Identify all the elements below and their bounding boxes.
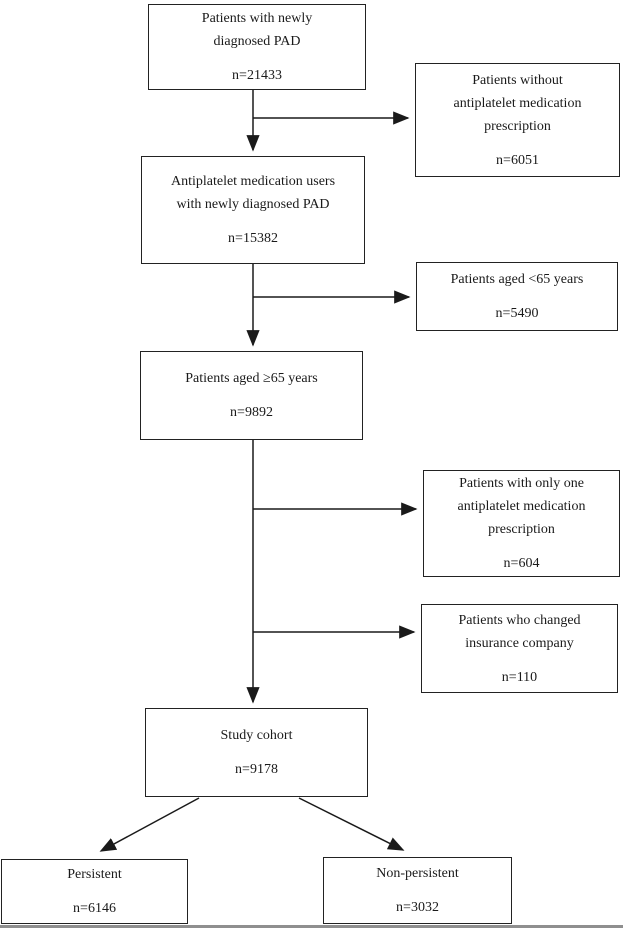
- node-count: n=110: [501, 669, 538, 685]
- node-label: Patients with only one antiplatelet medi…: [457, 476, 586, 537]
- node-only-one-prescription: Patients with only one antiplatelet medi…: [423, 470, 620, 577]
- node-count: n=9178: [235, 762, 278, 777]
- node-count: n=6051: [496, 152, 539, 168]
- node-antiplatelet-users: Antiplatelet medication users with newly…: [141, 156, 365, 264]
- node-count: n=5490: [495, 306, 539, 321]
- node-label: Patients without antiplatelet medication…: [453, 72, 582, 134]
- node-label: Patients with newly diagnosed PAD: [201, 11, 313, 49]
- node-study-cohort: Study cohort n=9178: [145, 708, 368, 797]
- node-aged-65-plus: Patients aged ≥65 years n=9892: [140, 351, 363, 440]
- node-label: Patients aged <65 years: [450, 272, 584, 287]
- node-aged-under-65: Patients aged <65 years n=5490: [416, 262, 618, 331]
- node-persistent: Persistent n=6146: [1, 859, 188, 924]
- node-label: Patients aged ≥65 years: [185, 371, 318, 386]
- node-newly-diagnosed-pad: Patients with newly diagnosed PAD n=2143…: [148, 4, 366, 90]
- figure-bottom-edge: [0, 925, 623, 928]
- node-label: Patients who changed insurance company: [458, 612, 581, 651]
- node-label: Non-persistent: [376, 866, 459, 881]
- node-count: n=3032: [396, 900, 439, 915]
- node-changed-insurance: Patients who changed insurance company n…: [421, 604, 618, 693]
- node-count: n=6146: [73, 901, 116, 916]
- node-non-persistent: Non-persistent n=3032: [323, 857, 512, 924]
- node-count: n=21433: [232, 68, 282, 83]
- node-count: n=9892: [230, 405, 273, 420]
- arrow-cohort-to-nonpersistent: [298, 797, 405, 851]
- node-label: Persistent: [67, 867, 122, 882]
- node-label: Study cohort: [220, 728, 293, 743]
- node-count: n=604: [503, 556, 540, 571]
- node-without-antiplatelet-prescription: Patients without antiplatelet medication…: [415, 63, 620, 177]
- node-label: Antiplatelet medication users with newly…: [170, 174, 336, 212]
- arrow-cohort-to-persistent: [99, 797, 200, 852]
- node-count: n=15382: [228, 231, 278, 246]
